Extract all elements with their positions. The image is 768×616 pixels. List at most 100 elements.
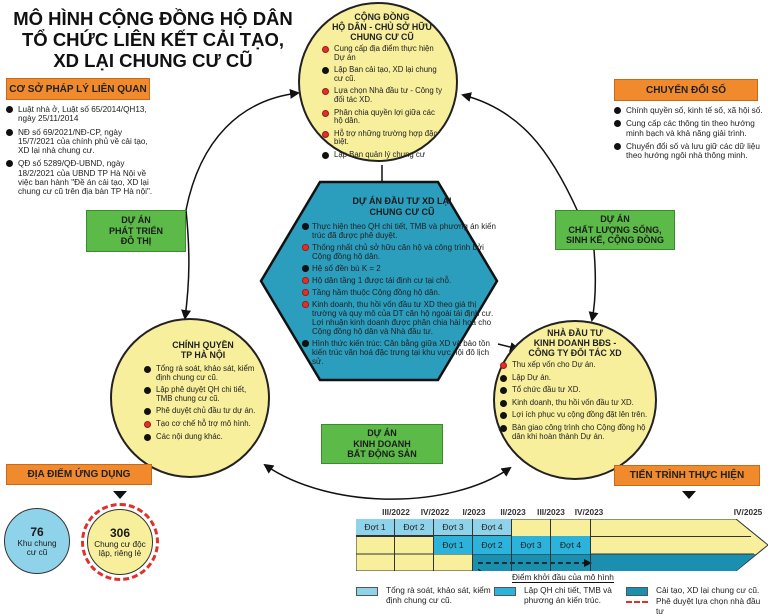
red-bullet-icon xyxy=(322,46,329,53)
government-item: Tạo cơ chế hỗ trợ mô hình. xyxy=(144,419,262,429)
bullet-icon xyxy=(144,433,151,441)
row1-cell: Đợt 2 xyxy=(395,519,434,536)
bullet-icon xyxy=(6,128,13,136)
red-bullet-icon xyxy=(500,362,507,369)
quarter-label: III/2022 xyxy=(382,507,410,517)
row2-cell-empty xyxy=(395,536,434,554)
row3-cell-empty xyxy=(434,554,473,571)
red-bullet-icon xyxy=(322,88,329,96)
bullet-icon xyxy=(614,120,621,128)
bullet-icon xyxy=(302,340,309,347)
community-list: Cung cấp địa điểm thực hiện Dự án Lập Ban… xyxy=(322,44,442,160)
arrow-realestate-both xyxy=(263,463,512,500)
center-item: Hộ dân tầng 1 được tái định cư tại chỗ. xyxy=(302,276,502,285)
bullet-icon xyxy=(500,412,507,420)
red-bullet-icon xyxy=(302,301,309,308)
stat-standalone-buildings: 306 Chung cư độc lập, riêng lẻ xyxy=(87,509,153,575)
stat-label: cư cũ xyxy=(26,547,48,557)
row1-cell: Đợt 1 xyxy=(356,519,395,536)
digital-item: Chuyển đổi số và lưu giữ các dữ liệu the… xyxy=(614,142,764,161)
legend-planning: Lập QH chi tiết, TMB và phương án kiến t… xyxy=(494,585,624,605)
timeline-pointer-icon xyxy=(682,491,696,499)
timeline-quarter-labels: III/2022 IV/2022 I/2023 II/2023 III/2023… xyxy=(356,507,766,519)
locations-header: ĐỊA ĐIỂM ỨNG DỤNG xyxy=(6,464,152,485)
investor-item: Lợi ích phục vụ cộng đồng đặt lên trên. xyxy=(500,411,650,420)
stat-value: 306 xyxy=(109,525,131,540)
timeline-grid: Đợt 1 Đợt 2 Đợt 3 Đợt 4 Đợt 1 Đợt 2 Đợt … xyxy=(356,519,736,571)
center-list: Thực hiện theo QH chi tiết, TMB và phươn… xyxy=(302,222,502,366)
row2-cell: Đợt 1 xyxy=(434,536,473,554)
center-item: Thực hiện theo QH chi tiết, TMB và phươn… xyxy=(302,222,502,240)
legend-swatch xyxy=(626,587,648,596)
center-hexagon xyxy=(259,180,499,382)
bullet-icon xyxy=(500,399,507,407)
government-item: Phê duyệt chủ đầu tư dự án. xyxy=(144,407,262,416)
quarter-label: IV/2025 xyxy=(733,507,763,517)
bullet-icon xyxy=(322,151,329,159)
digital-item: Cung cấp các thông tin theo hướng minh b… xyxy=(614,119,764,138)
bullet-icon xyxy=(500,387,507,395)
row2-cell: Đợt 4 xyxy=(551,536,591,554)
row2-cell: Đợt 3 xyxy=(512,536,551,554)
center-item: Hệ số đền bù K = 2 xyxy=(302,264,502,273)
bullet-icon xyxy=(6,160,13,168)
stat-label: Chung cư độc xyxy=(94,539,146,549)
bullet-icon xyxy=(614,107,621,114)
legend-swatch xyxy=(356,587,378,596)
government-list: Tổng rà soát, khảo sát, kiểm định chung … xyxy=(144,364,262,441)
community-item: Phân chia quyền lợi giữa các hộ dân. xyxy=(322,108,442,126)
legend-survey: Tổng rà soát, khảo sát, kiểm định chung … xyxy=(356,585,496,605)
locations-pointer-icon xyxy=(113,491,127,499)
quarter-label: III/2023 xyxy=(537,507,565,517)
community-item: Lựa chọn Nhà đầu tư - Công ty đối tác XD… xyxy=(322,87,442,104)
community-item: Lập Ban quản lý chung cư xyxy=(322,150,442,160)
center-item: Tầng hầm thuộc Cộng đồng hộ dân. xyxy=(302,288,502,297)
community-item: Cung cấp địa điểm thực hiện Dự án xyxy=(322,44,442,62)
community-item: Lập Ban cải tạo, XD lại chung cư cũ. xyxy=(322,65,442,83)
red-bullet-icon xyxy=(322,130,329,138)
legal-basis-header: CƠ SỞ PHÁP LÝ LIÊN QUAN xyxy=(6,78,150,100)
row3-cell-empty xyxy=(356,554,395,571)
timeline-header: TIẾN TRÌNH THỰC HIỆN xyxy=(614,465,760,486)
investor-list: Thu xếp vốn cho Dự án. Lập Dự án. Tổ chức … xyxy=(500,360,650,441)
bullet-icon xyxy=(144,387,151,395)
legend-dashed-line-icon xyxy=(626,601,648,603)
investor-item: Tổ chức đầu tư XD. xyxy=(500,385,650,395)
legal-item: QĐ số 5289/QĐ-UBND, ngày 18/2/2021 của U… xyxy=(6,159,156,196)
bullet-icon xyxy=(614,142,621,150)
investor-item: Thu xếp vốn cho Dự án. xyxy=(500,360,650,370)
stat-value: 76 xyxy=(30,524,44,539)
red-bullet-icon xyxy=(302,277,309,284)
community-circle xyxy=(298,2,458,162)
row3-cell-empty xyxy=(395,554,434,571)
legal-basis-list: Luật nhà ở, Luật số 65/2014/QH13, ngày 2… xyxy=(6,105,156,201)
row3-cell xyxy=(551,554,591,571)
digital-list: Chính quyền số, kinh tế số, xã hội số. C… xyxy=(614,106,764,164)
government-circle xyxy=(110,318,270,478)
quarter-label: IV/2022 xyxy=(420,507,450,517)
bullet-icon xyxy=(500,424,507,432)
investor-item: Lập Dự án. xyxy=(500,373,650,383)
bullet-icon xyxy=(500,374,507,382)
digital-item: Chính quyền số, kinh tế số, xã hội số. xyxy=(614,106,764,115)
government-item: Lập phê duyệt QH chi tiết, TMB chung cư … xyxy=(144,385,262,403)
center-item: Hình thức kiến trúc: Cân bằng giữa XD và… xyxy=(302,339,502,366)
investor-item: Bàn giao công trình cho Cộng đồng hộ dân… xyxy=(500,423,650,441)
red-bullet-icon xyxy=(144,420,151,428)
digital-header: CHUYỂN ĐỔI SỐ xyxy=(614,79,758,101)
bullet-icon xyxy=(302,265,309,272)
row1-cell: Đợt 4 xyxy=(473,519,512,536)
row2-cell-empty xyxy=(356,536,395,554)
center-item: Thống nhất chủ sở hữu căn hộ và công trì… xyxy=(302,243,502,261)
bullet-icon xyxy=(322,67,329,75)
